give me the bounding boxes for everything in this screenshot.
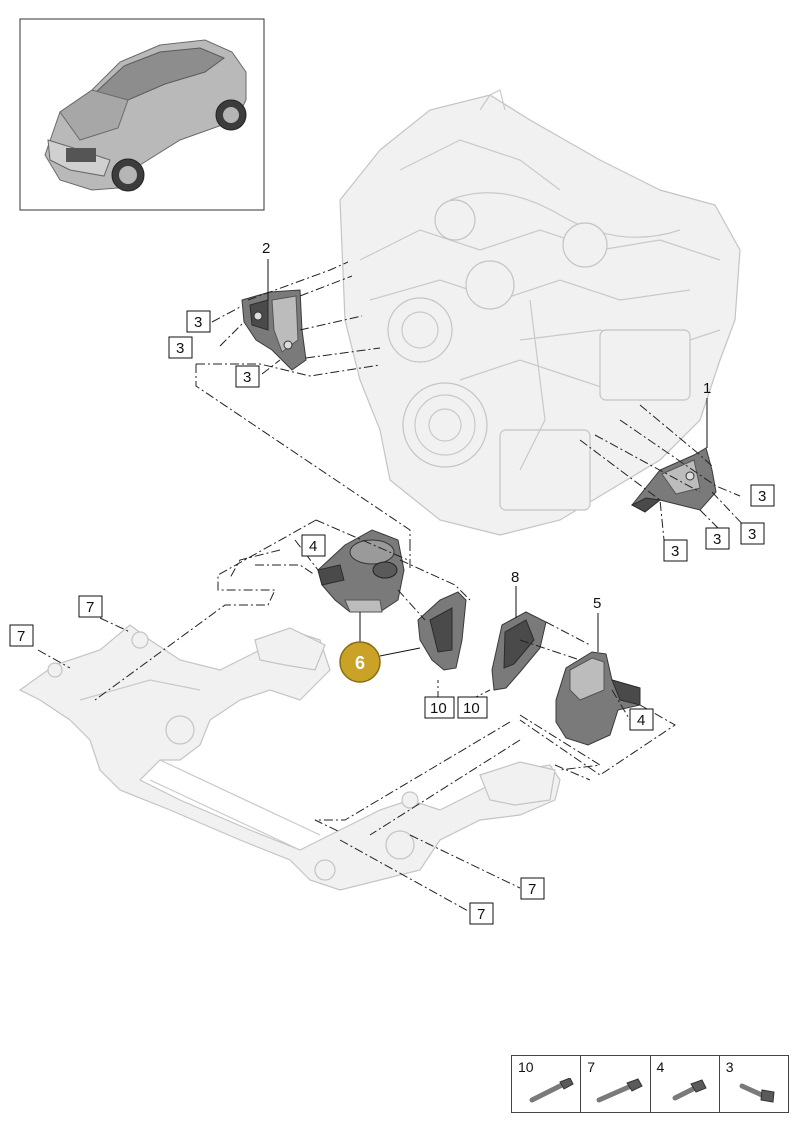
svg-text:4: 4 [637, 712, 645, 729]
engine-assembly [339, 89, 741, 536]
boxed-callout-3: 3 [235, 365, 260, 388]
svg-text:7: 7 [17, 628, 25, 645]
legend-number: 10 [518, 1059, 534, 1075]
legend-cell-7[interactable]: 7 [581, 1056, 651, 1112]
heat-shield-right[interactable] [491, 611, 547, 691]
boxed-callout-4: 4 [301, 534, 326, 557]
bolt-flange-short-icon [739, 1083, 775, 1103]
bolt-flange-short-icon [672, 1079, 707, 1101]
svg-text:10: 10 [430, 700, 447, 717]
callouts-boxed: 3 3 3 3 3 3 3 4 4 7 7 7 7 10 10 [9, 310, 775, 925]
boxed-callout-7: 7 [520, 877, 545, 900]
svg-text:3: 3 [748, 526, 756, 543]
bolt-flange-long-icon [529, 1078, 574, 1103]
boxed-callout-10: 10 [424, 696, 455, 719]
svg-text:3: 3 [713, 531, 721, 548]
assembly-lines [37, 261, 749, 913]
bolt-flange-long-icon [596, 1078, 643, 1103]
callout-8: 8 [511, 569, 519, 586]
callout-6-highlight[interactable]: 6 [339, 641, 381, 683]
leader-lines [267, 259, 708, 657]
boxed-callout-7: 7 [469, 902, 494, 925]
legend-cell-3[interactable]: 3 [720, 1056, 788, 1112]
boxed-callout-3: 3 [740, 522, 765, 545]
svg-text:3: 3 [671, 543, 679, 560]
svg-text:4: 4 [309, 538, 317, 555]
svg-text:7: 7 [477, 906, 485, 923]
engine-bracket-left[interactable] [241, 289, 307, 371]
svg-text:3: 3 [194, 314, 202, 331]
boxed-callout-4: 4 [629, 708, 654, 731]
engine-mount-right[interactable] [555, 651, 641, 746]
boxed-callout-3: 3 [663, 539, 688, 562]
boxed-callout-3: 3 [705, 527, 730, 550]
svg-text:3: 3 [176, 340, 184, 357]
boxed-callout-7: 7 [9, 624, 34, 647]
legend-number: 4 [656, 1059, 665, 1075]
callout-2: 2 [262, 240, 270, 257]
boxed-callout-10: 10 [457, 696, 488, 719]
fastener-legend: 10 7 4 3 [511, 1055, 789, 1113]
svg-text:3: 3 [758, 488, 766, 505]
legend-number: 3 [725, 1059, 734, 1075]
boxed-callout-3: 3 [168, 336, 193, 359]
vehicle-thumbnail[interactable] [19, 18, 265, 211]
engine-mount-left[interactable] [317, 529, 405, 613]
boxed-callout-7: 7 [78, 595, 103, 618]
front-axle-subframe [18, 624, 561, 891]
svg-text:7: 7 [86, 599, 94, 616]
svg-text:7: 7 [528, 881, 536, 898]
svg-text:3: 3 [243, 369, 251, 386]
boxed-callout-3: 3 [186, 310, 211, 333]
legend-cell-10[interactable]: 10 [512, 1056, 582, 1112]
legend-number: 7 [587, 1059, 596, 1075]
callout-6: 6 [355, 653, 365, 673]
heat-shield-left[interactable] [417, 591, 467, 671]
boxed-callout-3: 3 [750, 484, 775, 507]
callout-1: 1 [703, 380, 711, 397]
callout-5: 5 [593, 595, 601, 612]
svg-text:10: 10 [463, 700, 480, 717]
legend-cell-4[interactable]: 4 [651, 1056, 720, 1112]
